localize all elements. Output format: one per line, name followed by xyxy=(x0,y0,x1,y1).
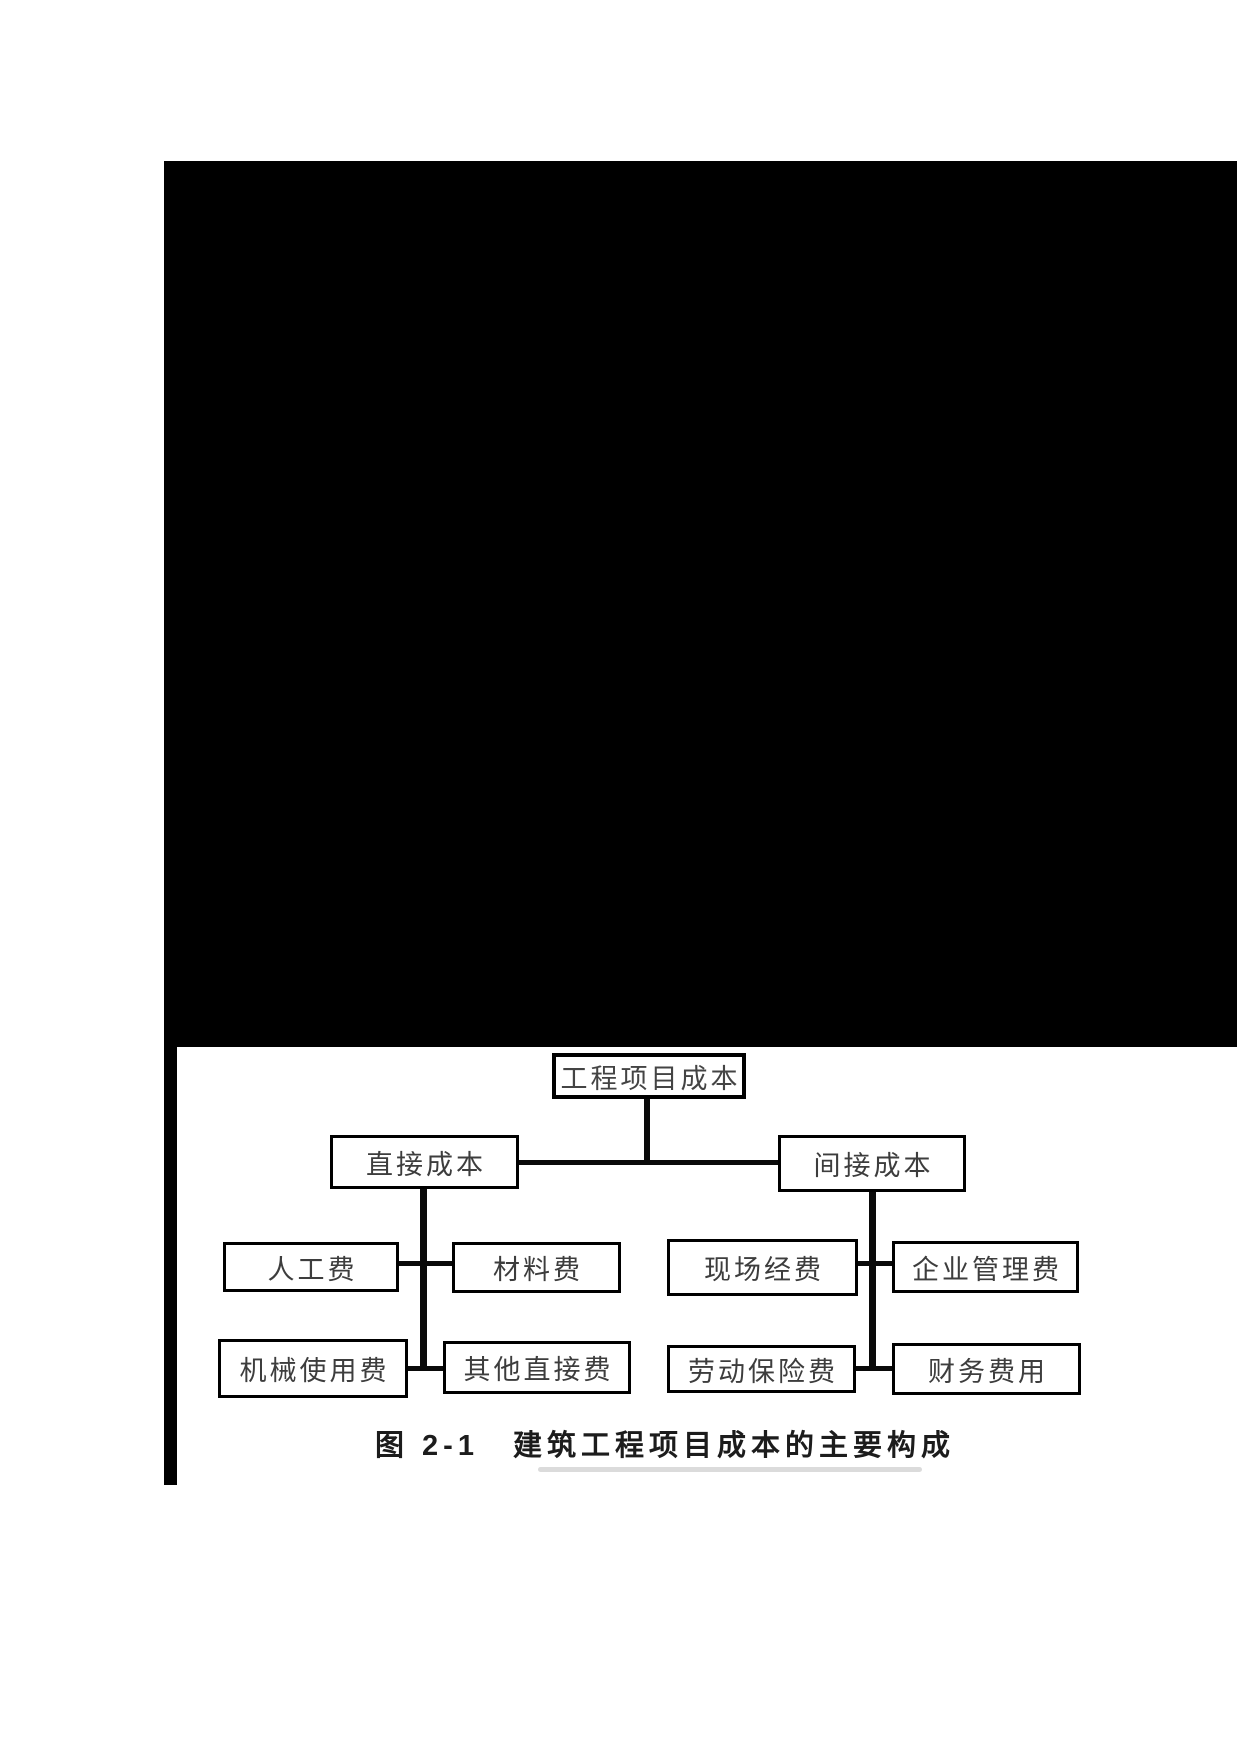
node-site-expense: 现场经费 xyxy=(667,1239,858,1296)
connector-indirect-row2-stub xyxy=(854,1366,893,1371)
figure-caption: 图 2-1 建筑工程项目成本的主要构成 xyxy=(375,1430,955,1462)
node-project-cost: 工程项目成本 xyxy=(552,1053,746,1099)
connector-direct-row1-stub xyxy=(397,1261,453,1266)
redacted-image-block xyxy=(164,161,1237,1047)
node-material-cost: 材料费 xyxy=(452,1242,621,1293)
connector-root-stem xyxy=(644,1096,650,1165)
node-machinery-usage-fee: 机械使用费 xyxy=(218,1339,408,1398)
node-other-direct-fee: 其他直接费 xyxy=(443,1341,631,1394)
connector-level2-horizontal xyxy=(517,1160,779,1165)
connector-direct-row2-stub xyxy=(406,1366,444,1371)
node-financial-expense: 财务费用 xyxy=(892,1343,1081,1395)
node-enterprise-management-fee: 企业管理费 xyxy=(892,1241,1079,1293)
scan-artifact-line xyxy=(538,1467,922,1472)
page-edge-bar xyxy=(164,1047,177,1485)
node-labor-insurance-fee: 劳动保险费 xyxy=(667,1345,856,1393)
connector-indirect-row1-stub xyxy=(856,1261,893,1266)
connector-indirect-trunk xyxy=(869,1191,876,1371)
node-direct-cost: 直接成本 xyxy=(330,1135,519,1189)
connector-direct-trunk xyxy=(420,1187,427,1371)
node-labor-cost: 人工费 xyxy=(223,1242,399,1292)
node-indirect-cost: 间接成本 xyxy=(778,1135,966,1192)
